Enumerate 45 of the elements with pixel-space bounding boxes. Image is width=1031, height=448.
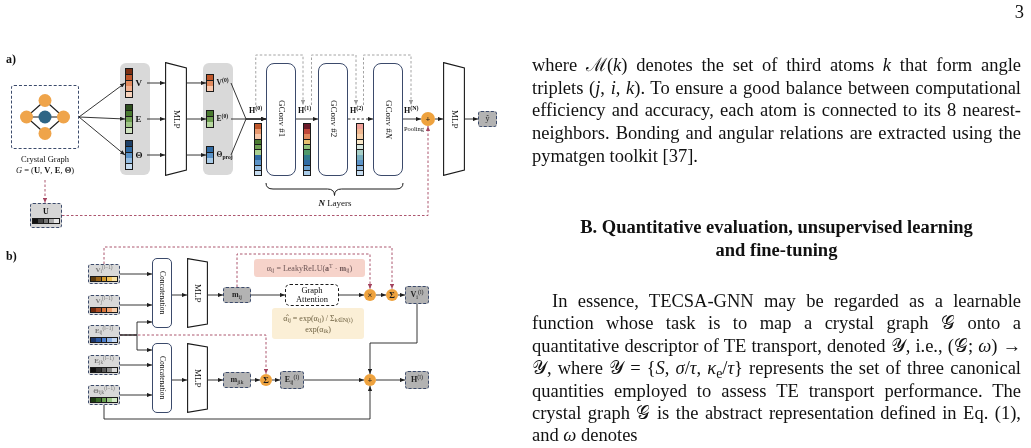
panel-label: b) bbox=[6, 248, 18, 265]
mlp-label: MLP bbox=[171, 109, 181, 129]
arrow bbox=[397, 292, 406, 298]
concat-box bbox=[152, 343, 172, 413]
layer-box bbox=[318, 62, 348, 176]
input-card bbox=[88, 264, 120, 284]
mlp-label: MLP bbox=[193, 283, 202, 303]
graph-caption: G = (U, V, E, Θ) bbox=[15, 165, 75, 176]
layer-output-label: H$^{(2)}$ bbox=[350, 105, 365, 116]
formula-box: α$_{ij}$ = LeakyReLU(a$^{T}$ · m$_{ij}$) bbox=[254, 259, 365, 277]
layer-label: GConv #1 bbox=[276, 100, 286, 138]
layer-label: GConv #2 bbox=[328, 100, 338, 138]
card-label: U bbox=[43, 206, 49, 216]
formula-box: α̂$_{ij}$ = exp(α$_{ij}$) / Σ$_{k∈N(i)}$ exp(α$_{ik}$) bbox=[272, 308, 364, 339]
panel-label: a) bbox=[6, 51, 17, 68]
attention-box: Graph Attention bbox=[285, 284, 339, 306]
feature-label: E bbox=[135, 114, 142, 124]
body-paragraph: where ℳ(k) denotes the set of third atoms k that form angle triplets (j, i, k). To ensure a good balance between computational efficiency and accuracy, each atom is connected to its 8 nearest-neighbors. Bonding and angular relations are extracted using the pymatgen toolkit [37]. bbox=[532, 54, 1021, 168]
feature-label: V bbox=[135, 78, 143, 88]
layer-count-label: N Layers bbox=[317, 198, 353, 209]
layer-output-label: H$^{(1)}$ bbox=[298, 105, 313, 116]
layer-box bbox=[373, 62, 403, 176]
layer-output-label: H$^{(0)}$ bbox=[249, 105, 264, 116]
mlp-label: MLP bbox=[193, 368, 202, 388]
page-number: 3 bbox=[1013, 1, 1024, 23]
input-card bbox=[88, 325, 120, 345]
message-box: m$_{ij}$ bbox=[223, 287, 251, 303]
input-card bbox=[88, 295, 120, 315]
layer-output-label: H$^{(N)}$ bbox=[404, 105, 420, 116]
message-box: m$_{jik}$ bbox=[223, 372, 251, 388]
layer-label: GConv #N bbox=[383, 99, 393, 139]
feature-label: Θ bbox=[135, 150, 143, 160]
mlp-label: MLP bbox=[449, 109, 459, 129]
output-box: ŷ bbox=[478, 111, 497, 127]
section-heading: B. Quantitative evaluation, unsupervised learning and fine-tuning bbox=[579, 216, 974, 262]
feature-panel bbox=[120, 63, 150, 175]
hidden-state-box: H$^{(l)}$ bbox=[405, 371, 429, 389]
body-paragraph: In essence, TECSA-GNN may be regarded as a learnable function whose task is to map a crystal graph 𝒢 onto a quantitative descriptor of TE transport, denoted 𝒴, i.e., (𝒢; ω) → 𝒴, where 𝒴 = {S, σ/τ, κ$_{e}$/τ} represents the set of three canonical quantities employed to assess TE transport performance. The crystal graph 𝒢 is the abstract representation defined in Eq. (1), and ω denotes bbox=[532, 290, 1021, 447]
input-card bbox=[88, 385, 120, 405]
input-card bbox=[30, 203, 62, 228]
feature-panel bbox=[203, 63, 233, 175]
input-card bbox=[88, 355, 120, 375]
concat-box bbox=[152, 258, 172, 328]
layer-box bbox=[266, 62, 296, 176]
graph-caption: Crystal Graph bbox=[21, 154, 69, 165]
